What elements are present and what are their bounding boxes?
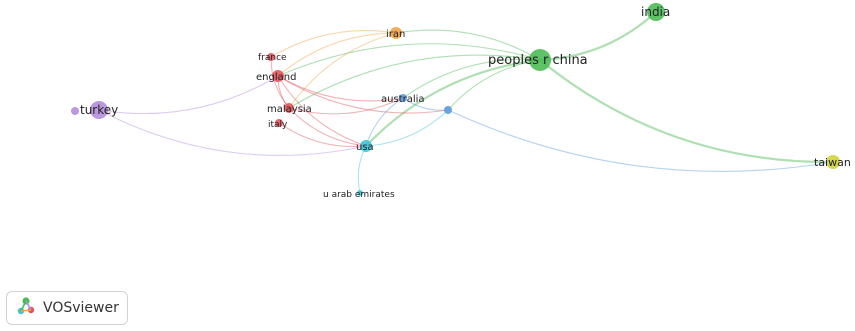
link-usa-bluenode — [365, 109, 449, 147]
link-usa-uae — [357, 145, 367, 194]
node-india[interactable] — [647, 3, 665, 21]
node-label-india[interactable]: india — [641, 5, 670, 19]
link-england-usa — [277, 75, 367, 147]
link-bluenode-taiwan — [447, 109, 834, 172]
node-turkey2[interactable] — [71, 107, 79, 115]
node-label-italy[interactable]: italy — [268, 120, 288, 130]
vosviewer-logo-icon — [15, 295, 37, 321]
node-label-taiwan[interactable]: taiwan — [814, 156, 851, 169]
link-iran-malaysia — [288, 32, 397, 109]
link-china-malaysia — [288, 54, 541, 109]
node-label-china[interactable]: peoples r china — [488, 53, 588, 68]
node-italy[interactable] — [275, 119, 283, 127]
node-uae[interactable] — [357, 190, 363, 196]
link-turkey-usa — [98, 109, 367, 156]
link-england-bluenode — [277, 75, 449, 114]
link-china-iran — [395, 29, 541, 61]
node-label-uae[interactable]: u arab emirates — [323, 190, 395, 200]
link-iran-england — [277, 32, 397, 77]
node-turkey[interactable] — [90, 101, 108, 119]
node-label-iran[interactable]: iran — [386, 29, 405, 40]
node-england[interactable] — [272, 70, 284, 82]
link-iran-france — [270, 30, 397, 58]
link-china-australia — [402, 58, 541, 99]
node-iran[interactable] — [390, 27, 402, 39]
node-usa[interactable] — [360, 140, 372, 152]
link-italy-usa — [278, 122, 367, 148]
node-label-usa[interactable]: usa — [356, 142, 374, 153]
node-malaysia[interactable] — [284, 103, 294, 113]
node-australia[interactable] — [399, 94, 407, 102]
node-bluenode[interactable] — [444, 106, 452, 114]
node-label-australia[interactable]: australia — [381, 94, 425, 105]
nodes-layer — [71, 3, 840, 196]
node-label-turkey[interactable]: turkey — [80, 103, 118, 117]
node-label-malaysia[interactable]: malaysia — [267, 104, 312, 115]
node-china[interactable] — [529, 49, 551, 71]
link-turkey-england — [98, 75, 279, 115]
links-layer — [98, 11, 834, 194]
link-china-usa — [365, 58, 541, 147]
link-australia-bluenode — [402, 97, 449, 111]
link-malaysia-usa — [288, 107, 367, 147]
link-china-taiwan — [539, 59, 834, 164]
link-england-australia — [277, 75, 404, 102]
labels-layer: india peoples r china iran taiwan turkey fran… — [80, 5, 851, 200]
link-china-england — [277, 43, 541, 77]
node-label-france[interactable]: france — [258, 53, 287, 63]
node-taiwan[interactable] — [826, 155, 840, 169]
vosviewer-label: VOSviewer — [43, 300, 119, 316]
vosviewer-badge[interactable]: VOSviewer — [6, 291, 128, 325]
link-china-india — [539, 11, 657, 62]
link-malaysia-australia — [288, 97, 404, 115]
link-china-bluenode — [447, 59, 541, 111]
node-label-england[interactable]: england — [256, 72, 296, 83]
node-france[interactable] — [267, 53, 275, 61]
